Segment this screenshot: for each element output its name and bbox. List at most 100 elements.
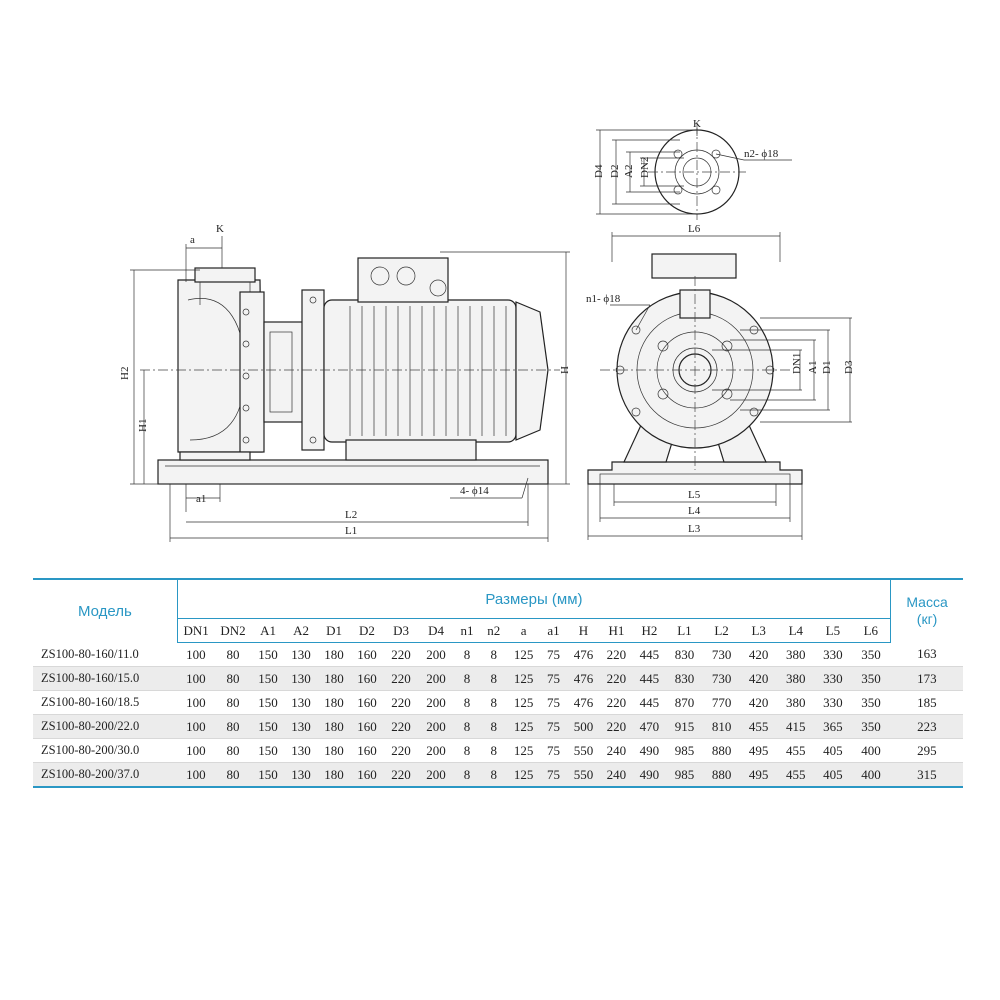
column-header: L5 bbox=[814, 618, 852, 643]
value-cell: 870 bbox=[665, 690, 704, 715]
value-cell: 125 bbox=[507, 666, 541, 691]
flange-label-dn2: DN2 bbox=[639, 157, 651, 178]
front-label-d1: D1 bbox=[821, 361, 833, 374]
column-header: L4 bbox=[777, 618, 815, 643]
value-cell: 160 bbox=[350, 714, 384, 739]
terminal-box bbox=[357, 257, 449, 303]
value-cell: 550 bbox=[566, 762, 600, 788]
value-cell: 405 bbox=[814, 762, 852, 788]
value-cell: 500 bbox=[566, 714, 600, 739]
value-cell: 75 bbox=[540, 690, 567, 715]
fan-cover bbox=[515, 301, 549, 441]
flange-label-d4: D4 bbox=[593, 164, 605, 178]
value-cell: 100 bbox=[177, 642, 215, 667]
value-cell: 405 bbox=[814, 738, 852, 763]
front-label-l6: L6 bbox=[688, 223, 701, 235]
front-base bbox=[587, 461, 803, 485]
column-header: D1 bbox=[317, 618, 351, 643]
value-cell: 810 bbox=[703, 714, 741, 739]
mass-cell: 315 bbox=[890, 762, 963, 788]
base-frame bbox=[157, 459, 549, 485]
model-cell: ZS100-80-200/22.0 bbox=[33, 714, 178, 739]
column-header: DN2 bbox=[214, 618, 252, 643]
value-cell: 445 bbox=[632, 666, 666, 691]
value-cell: 75 bbox=[540, 738, 567, 763]
value-cell: 8 bbox=[480, 738, 508, 763]
column-header: L6 bbox=[851, 618, 891, 643]
motor-body bbox=[323, 299, 517, 443]
suction-flange bbox=[239, 291, 265, 453]
value-cell: 915 bbox=[665, 714, 704, 739]
value-cell: 476 bbox=[566, 690, 600, 715]
value-cell: 130 bbox=[284, 690, 318, 715]
value-cell: 80 bbox=[214, 690, 252, 715]
value-cell: 880 bbox=[703, 762, 741, 788]
value-cell: 180 bbox=[317, 714, 351, 739]
value-cell: 100 bbox=[177, 738, 215, 763]
value-cell: 495 bbox=[740, 762, 778, 788]
discharge-flange bbox=[194, 267, 256, 283]
value-cell: 8 bbox=[480, 666, 508, 691]
value-cell: 220 bbox=[383, 762, 419, 788]
front-label-a1: A1 bbox=[807, 361, 819, 374]
dim-label-l2: L2 bbox=[345, 509, 357, 521]
value-cell: 445 bbox=[632, 690, 666, 715]
value-cell: 880 bbox=[703, 738, 741, 763]
value-cell: 8 bbox=[480, 714, 508, 739]
model-cell: ZS100-80-160/15.0 bbox=[33, 666, 178, 691]
value-cell: 985 bbox=[665, 738, 704, 763]
value-cell: 150 bbox=[251, 642, 285, 667]
dim-label-h: H bbox=[559, 366, 571, 374]
value-cell: 330 bbox=[814, 690, 852, 715]
model-cell: ZS100-80-160/11.0 bbox=[33, 642, 178, 667]
value-cell: 180 bbox=[317, 690, 351, 715]
value-cell: 350 bbox=[851, 642, 891, 667]
column-header: H bbox=[566, 618, 600, 643]
value-cell: 100 bbox=[177, 762, 215, 788]
coupling-housing bbox=[263, 321, 305, 423]
value-cell: 200 bbox=[418, 762, 454, 788]
value-cell: 220 bbox=[383, 714, 419, 739]
value-cell: 160 bbox=[350, 762, 384, 788]
value-cell: 125 bbox=[507, 714, 541, 739]
value-cell: 130 bbox=[284, 714, 318, 739]
model-cell: ZS100-80-200/37.0 bbox=[33, 762, 178, 788]
value-cell: 400 bbox=[851, 738, 891, 763]
front-label-l4: L4 bbox=[688, 505, 701, 517]
value-cell: 220 bbox=[599, 666, 633, 691]
value-cell: 150 bbox=[251, 762, 285, 788]
header-model: Модель bbox=[33, 578, 178, 643]
value-cell: 350 bbox=[851, 690, 891, 715]
column-header: a1 bbox=[540, 618, 567, 643]
value-cell: 160 bbox=[350, 690, 384, 715]
value-cell: 125 bbox=[507, 690, 541, 715]
column-header: D2 bbox=[350, 618, 384, 643]
value-cell: 180 bbox=[317, 738, 351, 763]
value-cell: 476 bbox=[566, 642, 600, 667]
front-view: L6 n1- ϕ18 DN1 A1 D1 D3 L5 L4 L3 bbox=[586, 223, 855, 540]
flange-label-a2: A2 bbox=[623, 165, 635, 178]
flange-label-d2: D2 bbox=[609, 165, 621, 178]
value-cell: 455 bbox=[777, 738, 815, 763]
value-cell: 80 bbox=[214, 762, 252, 788]
dim-label-k: K bbox=[216, 223, 224, 235]
value-cell: 220 bbox=[599, 690, 633, 715]
header-mass-line2: (кг) bbox=[916, 611, 938, 628]
column-header: A2 bbox=[284, 618, 318, 643]
column-header: n2 bbox=[480, 618, 508, 643]
value-cell: 130 bbox=[284, 666, 318, 691]
value-cell: 150 bbox=[251, 690, 285, 715]
value-cell: 470 bbox=[632, 714, 666, 739]
value-cell: 240 bbox=[599, 762, 633, 788]
front-label-holes: n1- ϕ18 bbox=[586, 293, 621, 305]
value-cell: 200 bbox=[418, 666, 454, 691]
value-cell: 350 bbox=[851, 714, 891, 739]
dim-label-h1: H1 bbox=[137, 419, 149, 432]
value-cell: 8 bbox=[453, 714, 481, 739]
value-cell: 770 bbox=[703, 690, 741, 715]
value-cell: 8 bbox=[453, 762, 481, 788]
value-cell: 420 bbox=[740, 642, 778, 667]
header-mass-line1: Масса bbox=[906, 594, 948, 611]
